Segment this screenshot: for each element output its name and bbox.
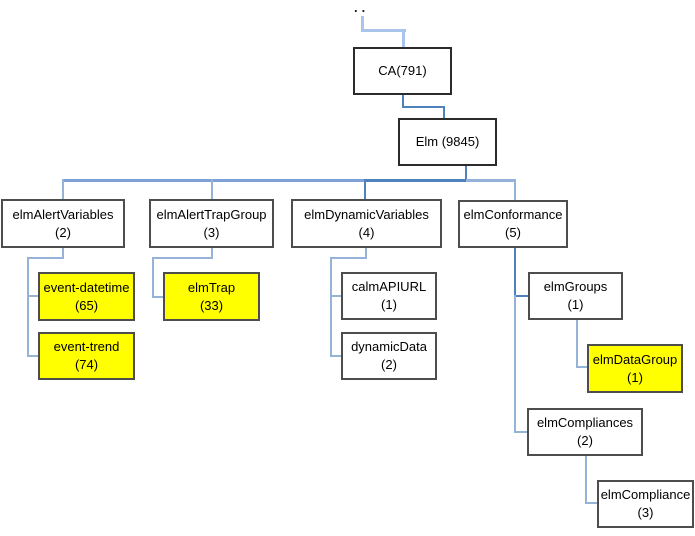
- connector-stub-dynamic-data: [330, 355, 342, 357]
- tree-node-event-trend[interactable]: event-trend (74): [38, 332, 135, 380]
- connector-alert-trap-group-children: [211, 248, 213, 259]
- connector-conformance-children: [514, 248, 516, 297]
- tree-continuation-dots: ..: [354, 0, 370, 15]
- node-count: (65): [74, 297, 99, 313]
- connector-root-to-ca: [361, 29, 406, 32]
- tree-node-ca[interactable]: CA(791): [353, 47, 452, 95]
- node-label: elmAlertVariables: [12, 206, 114, 222]
- tree-node-elm-data-group[interactable]: elmDataGroup (1): [587, 344, 683, 393]
- tree-node-dynamic-data[interactable]: dynamicData (2): [341, 332, 437, 380]
- connector-bus: [466, 179, 516, 182]
- connector-alert-variables-children: [27, 257, 29, 357]
- node-label: elmCompliances: [536, 415, 634, 430]
- node-label: elmConformance: [463, 207, 563, 222]
- node-count: (5): [505, 225, 521, 240]
- connector-conformance-children: [514, 295, 516, 433]
- connector-compliances-to-compliance: [585, 456, 587, 504]
- tree-node-elm-alert-variables[interactable]: elmAlertVariables (2): [1, 199, 125, 248]
- connector-root-to-ca: [402, 29, 405, 48]
- node-count: (1): [627, 369, 643, 385]
- node-label: calmAPIURL: [351, 279, 427, 294]
- node-count: (2): [381, 357, 397, 372]
- node-label: elmDataGroup: [592, 351, 678, 367]
- connector-stub-elm-trap: [152, 296, 164, 298]
- node-label: elmTrap: [187, 279, 236, 295]
- connector-stub-calm-apiurl: [330, 295, 342, 297]
- node-label: elmGroups: [543, 279, 608, 294]
- tree-node-elm-groups[interactable]: elmGroups (1): [528, 272, 623, 320]
- connector-ca-to-elm: [402, 106, 445, 108]
- node-count: (3): [637, 505, 654, 520]
- node-count: (74): [74, 357, 99, 372]
- connector-dynamic-variables-children: [330, 257, 367, 259]
- connector-alert-trap-group-children: [152, 257, 213, 259]
- connector-alert-variables-children: [27, 257, 64, 259]
- node-count: (4): [358, 224, 375, 240]
- node-label: elmDynamicVariables: [304, 206, 429, 222]
- connector-groups-to-data-group: [576, 366, 588, 368]
- connector-drop-elm-conformance: [514, 179, 516, 201]
- tree-node-elm-alert-trap-group[interactable]: elmAlertTrapGroup (3): [149, 199, 274, 248]
- connector-stub-event-datetime: [27, 295, 39, 297]
- tree-node-calm-apiurl[interactable]: calmAPIURL (1): [341, 272, 437, 320]
- node-count: (1): [567, 297, 584, 312]
- tree-node-elm-conformance[interactable]: elmConformance (5): [458, 200, 568, 248]
- tree-node-elm-compliance[interactable]: elmCompliance (3): [597, 480, 694, 528]
- connector-compliances-to-compliance: [585, 502, 598, 504]
- tree-node-elm-dynamic-variables[interactable]: elmDynamicVariables (4): [291, 199, 442, 248]
- node-count: (2): [55, 224, 71, 240]
- connector-drop-elm-dynamic-variables: [364, 179, 366, 200]
- connector-root-to-ca: [361, 16, 364, 32]
- node-count: (33): [199, 297, 224, 313]
- connector-alert-variables-children: [62, 248, 64, 259]
- connector-ca-to-elm: [402, 95, 404, 108]
- tree-node-elm[interactable]: Elm (9845): [398, 118, 497, 166]
- connector-drop-elm-alert-trap-group: [211, 179, 213, 200]
- node-label: elmAlertTrapGroup: [156, 206, 267, 222]
- connector-dynamic-variables-children: [365, 248, 367, 259]
- node-count: (1): [381, 297, 397, 312]
- node-label: dynamicData: [351, 339, 427, 354]
- connector-bus: [62, 179, 366, 182]
- node-count: (3): [203, 224, 220, 240]
- connector-groups-to-data-group: [576, 320, 578, 368]
- connector-stub-elm-compliances: [514, 431, 528, 433]
- tree-node-event-datetime[interactable]: event-datetime (65): [38, 272, 135, 321]
- node-label: event-datetime: [43, 279, 130, 295]
- connector-ca-to-elm: [443, 106, 445, 119]
- node-label: elmCompliance: [600, 487, 691, 502]
- node-label: event-trend: [53, 339, 120, 354]
- connector-elm-drop: [465, 166, 467, 181]
- node-label: Elm (9845): [415, 134, 480, 149]
- connector-dynamic-variables-children: [330, 257, 332, 357]
- connector-drop-elm-alert-variables: [62, 179, 64, 200]
- connector-alert-trap-group-children: [152, 257, 154, 298]
- connector-stub-event-trend: [27, 355, 39, 357]
- connector-bus: [366, 179, 466, 182]
- tree-node-elm-trap[interactable]: elmTrap (33): [163, 272, 260, 321]
- tree-node-elm-compliances[interactable]: elmCompliances (2): [527, 408, 643, 456]
- connector-stub-elm-groups: [514, 295, 528, 297]
- node-count: (2): [577, 433, 593, 448]
- node-label: CA(791): [378, 63, 427, 78]
